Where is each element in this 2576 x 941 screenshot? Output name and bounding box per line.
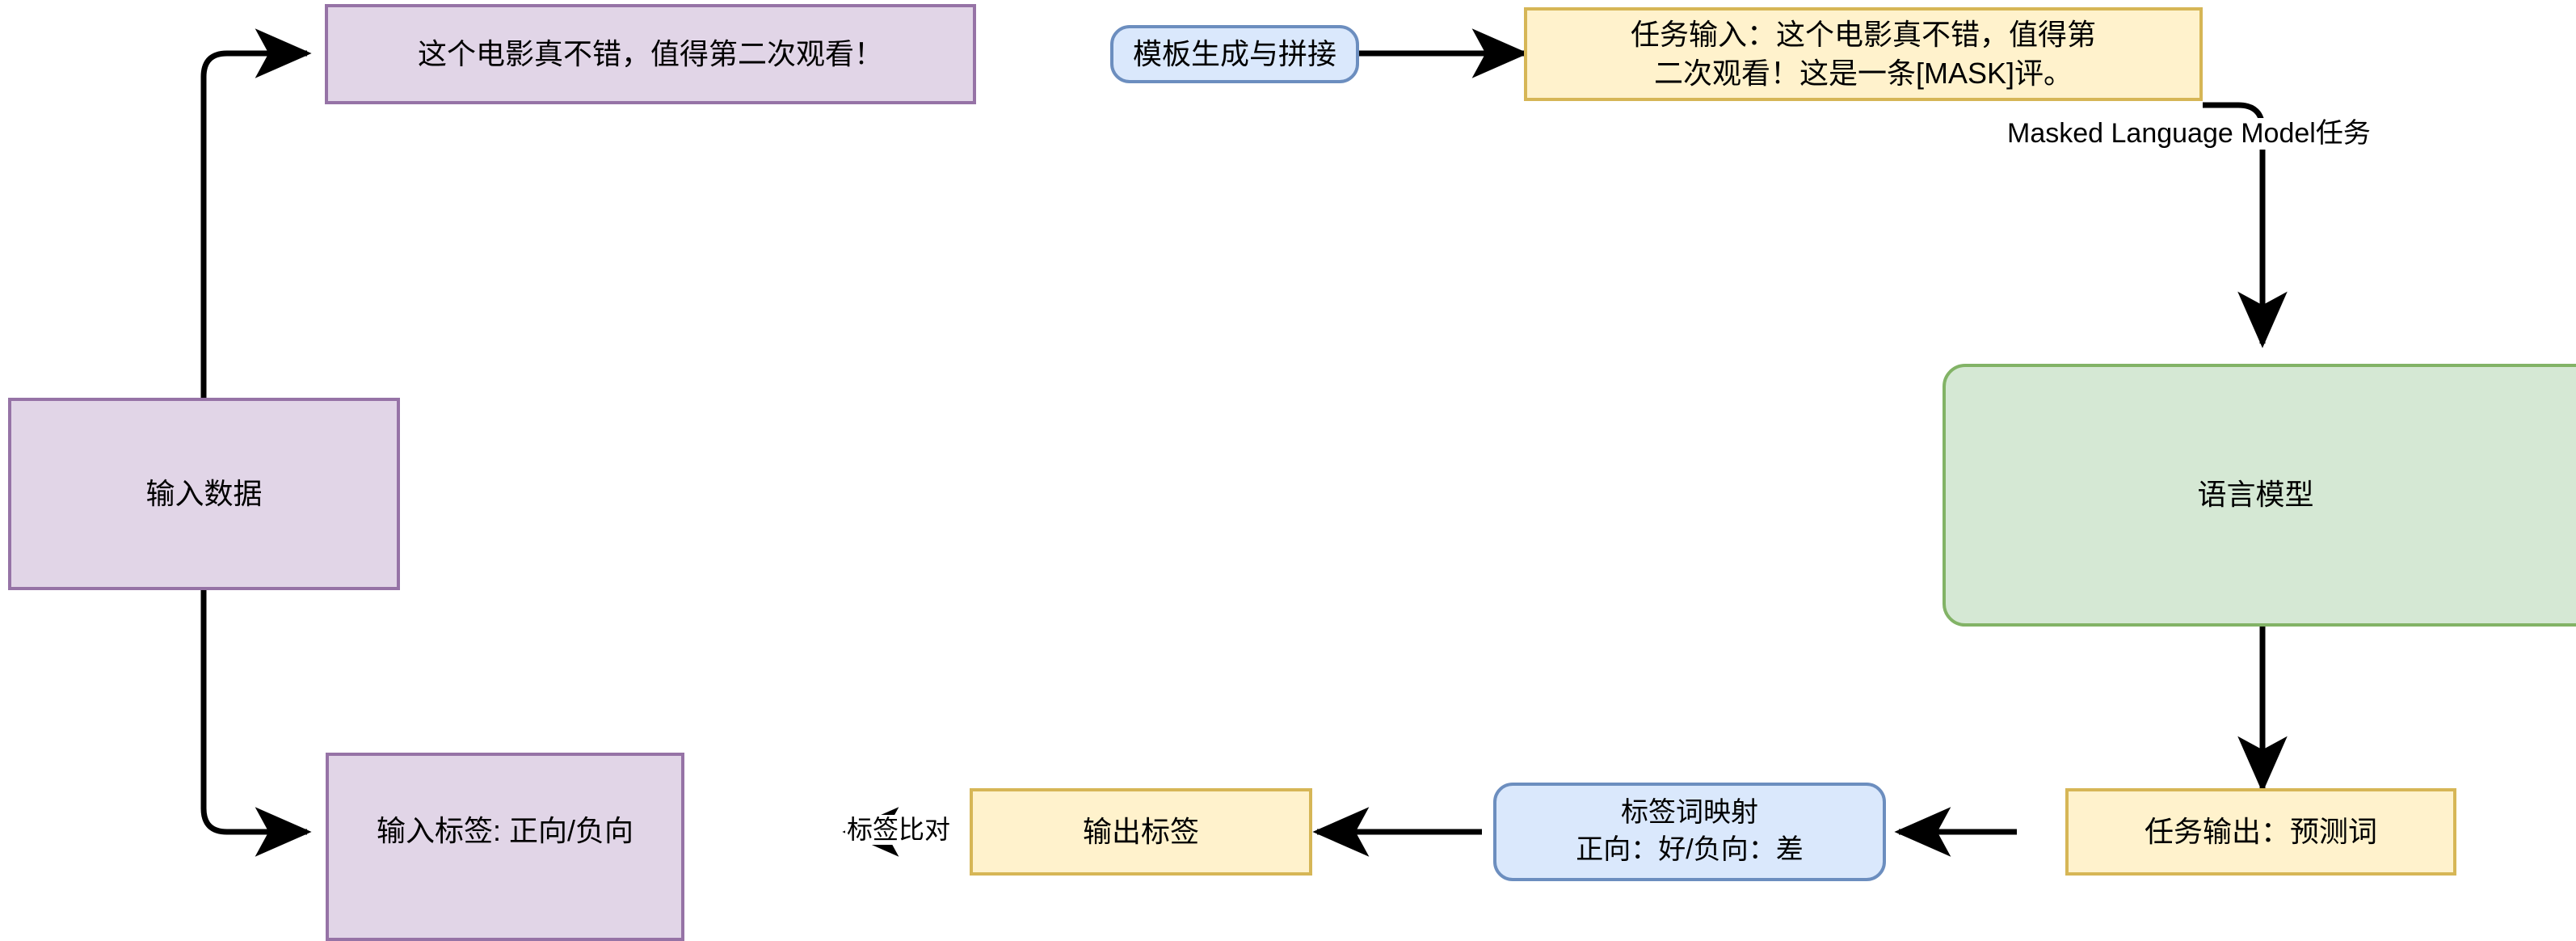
node-output-label-text: 输出标签: [1082, 814, 1199, 848]
node-language-model-label: 语言模型: [2197, 478, 2314, 512]
edge-inputdata-to-sample: [200, 28, 312, 398]
node-verbalizer[interactable]: 标签词映射 正向：好/负向：差: [1493, 783, 1886, 881]
node-input-data[interactable]: 输入数据: [8, 398, 400, 590]
node-task-input-label: 任务输入：这个电影真不错，值得第 二次观看！这是一条[MASK]评。: [1630, 17, 2096, 90]
node-task-output[interactable]: 任务输出：预测词: [2065, 788, 2456, 876]
node-output-label[interactable]: 输出标签: [970, 788, 1312, 876]
node-input-label[interactable]: 输入标签: 正向/负向: [326, 753, 684, 941]
node-input-data-label: 输入数据: [145, 476, 263, 510]
node-language-model[interactable]: 语言模型: [1943, 364, 2576, 627]
node-template-build-label: 模板生成与拼接: [1132, 36, 1336, 70]
node-verbalizer-label: 标签词映射 正向：好/负向：差: [1576, 797, 1804, 865]
edge-label-compare: 标签比对: [845, 815, 953, 846]
edge-label-mlm-task: Masked Language Model任务: [2006, 118, 2372, 150]
node-task-output-label: 任务输出：预测词: [2144, 814, 2377, 848]
node-sample-text-label: 这个电影真不错，值得第二次观看！: [417, 36, 883, 70]
node-input-label-text: 输入标签: 正向/负向: [376, 814, 633, 848]
node-template-build[interactable]: 模板生成与拼接: [1110, 25, 1359, 83]
edge-inputdata-to-inputlabel: [200, 590, 312, 857]
node-task-input[interactable]: 任务输入：这个电影真不错，值得第 二次观看！这是一条[MASK]评。: [1524, 7, 2203, 101]
node-sample-text[interactable]: 这个电影真不错，值得第二次观看！: [325, 4, 976, 104]
